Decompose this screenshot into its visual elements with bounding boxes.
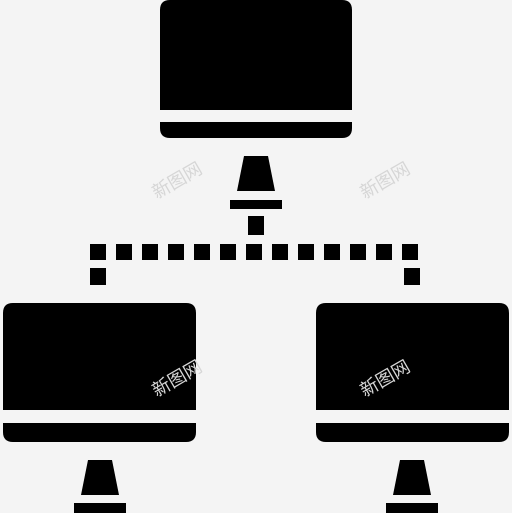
central-monitor-neck	[237, 156, 275, 191]
central-monitor-screen	[160, 0, 352, 110]
right-monitor-bezel	[316, 423, 509, 442]
network-link-segment	[376, 244, 392, 260]
network-link-segment	[298, 244, 314, 260]
network-dashed-link	[90, 244, 420, 285]
network-link-segment	[194, 244, 210, 260]
right-monitor-base	[386, 503, 438, 513]
network-link-segment	[220, 244, 236, 260]
watermark-text: 新图网	[357, 158, 414, 203]
network-link-segment	[116, 244, 132, 260]
network-link-segment	[90, 244, 106, 260]
right-monitor-screen	[316, 303, 509, 410]
network-link-segment	[142, 244, 158, 260]
central-monitor-base	[230, 200, 282, 209]
left-monitor-neck	[81, 460, 119, 495]
network-link-segment	[402, 244, 418, 260]
right-computer-icon	[316, 303, 509, 513]
left-computer-icon	[3, 303, 196, 513]
left-monitor-bezel	[3, 423, 196, 442]
central-computer-icon	[160, 0, 352, 235]
network-link-segment	[324, 244, 340, 260]
right-drop-segment	[404, 268, 420, 285]
watermark-text: 新图网	[149, 158, 206, 203]
right-monitor-neck	[393, 460, 431, 495]
central-connector-stub	[248, 216, 264, 235]
left-monitor-screen	[3, 303, 196, 410]
network-link-segment	[246, 244, 262, 260]
left-drop-segment	[90, 268, 106, 285]
network-link-segment	[350, 244, 366, 260]
network-link-segment	[168, 244, 184, 260]
central-monitor-bezel	[160, 122, 352, 138]
network-link-segment	[272, 244, 288, 260]
left-monitor-base	[74, 503, 126, 513]
